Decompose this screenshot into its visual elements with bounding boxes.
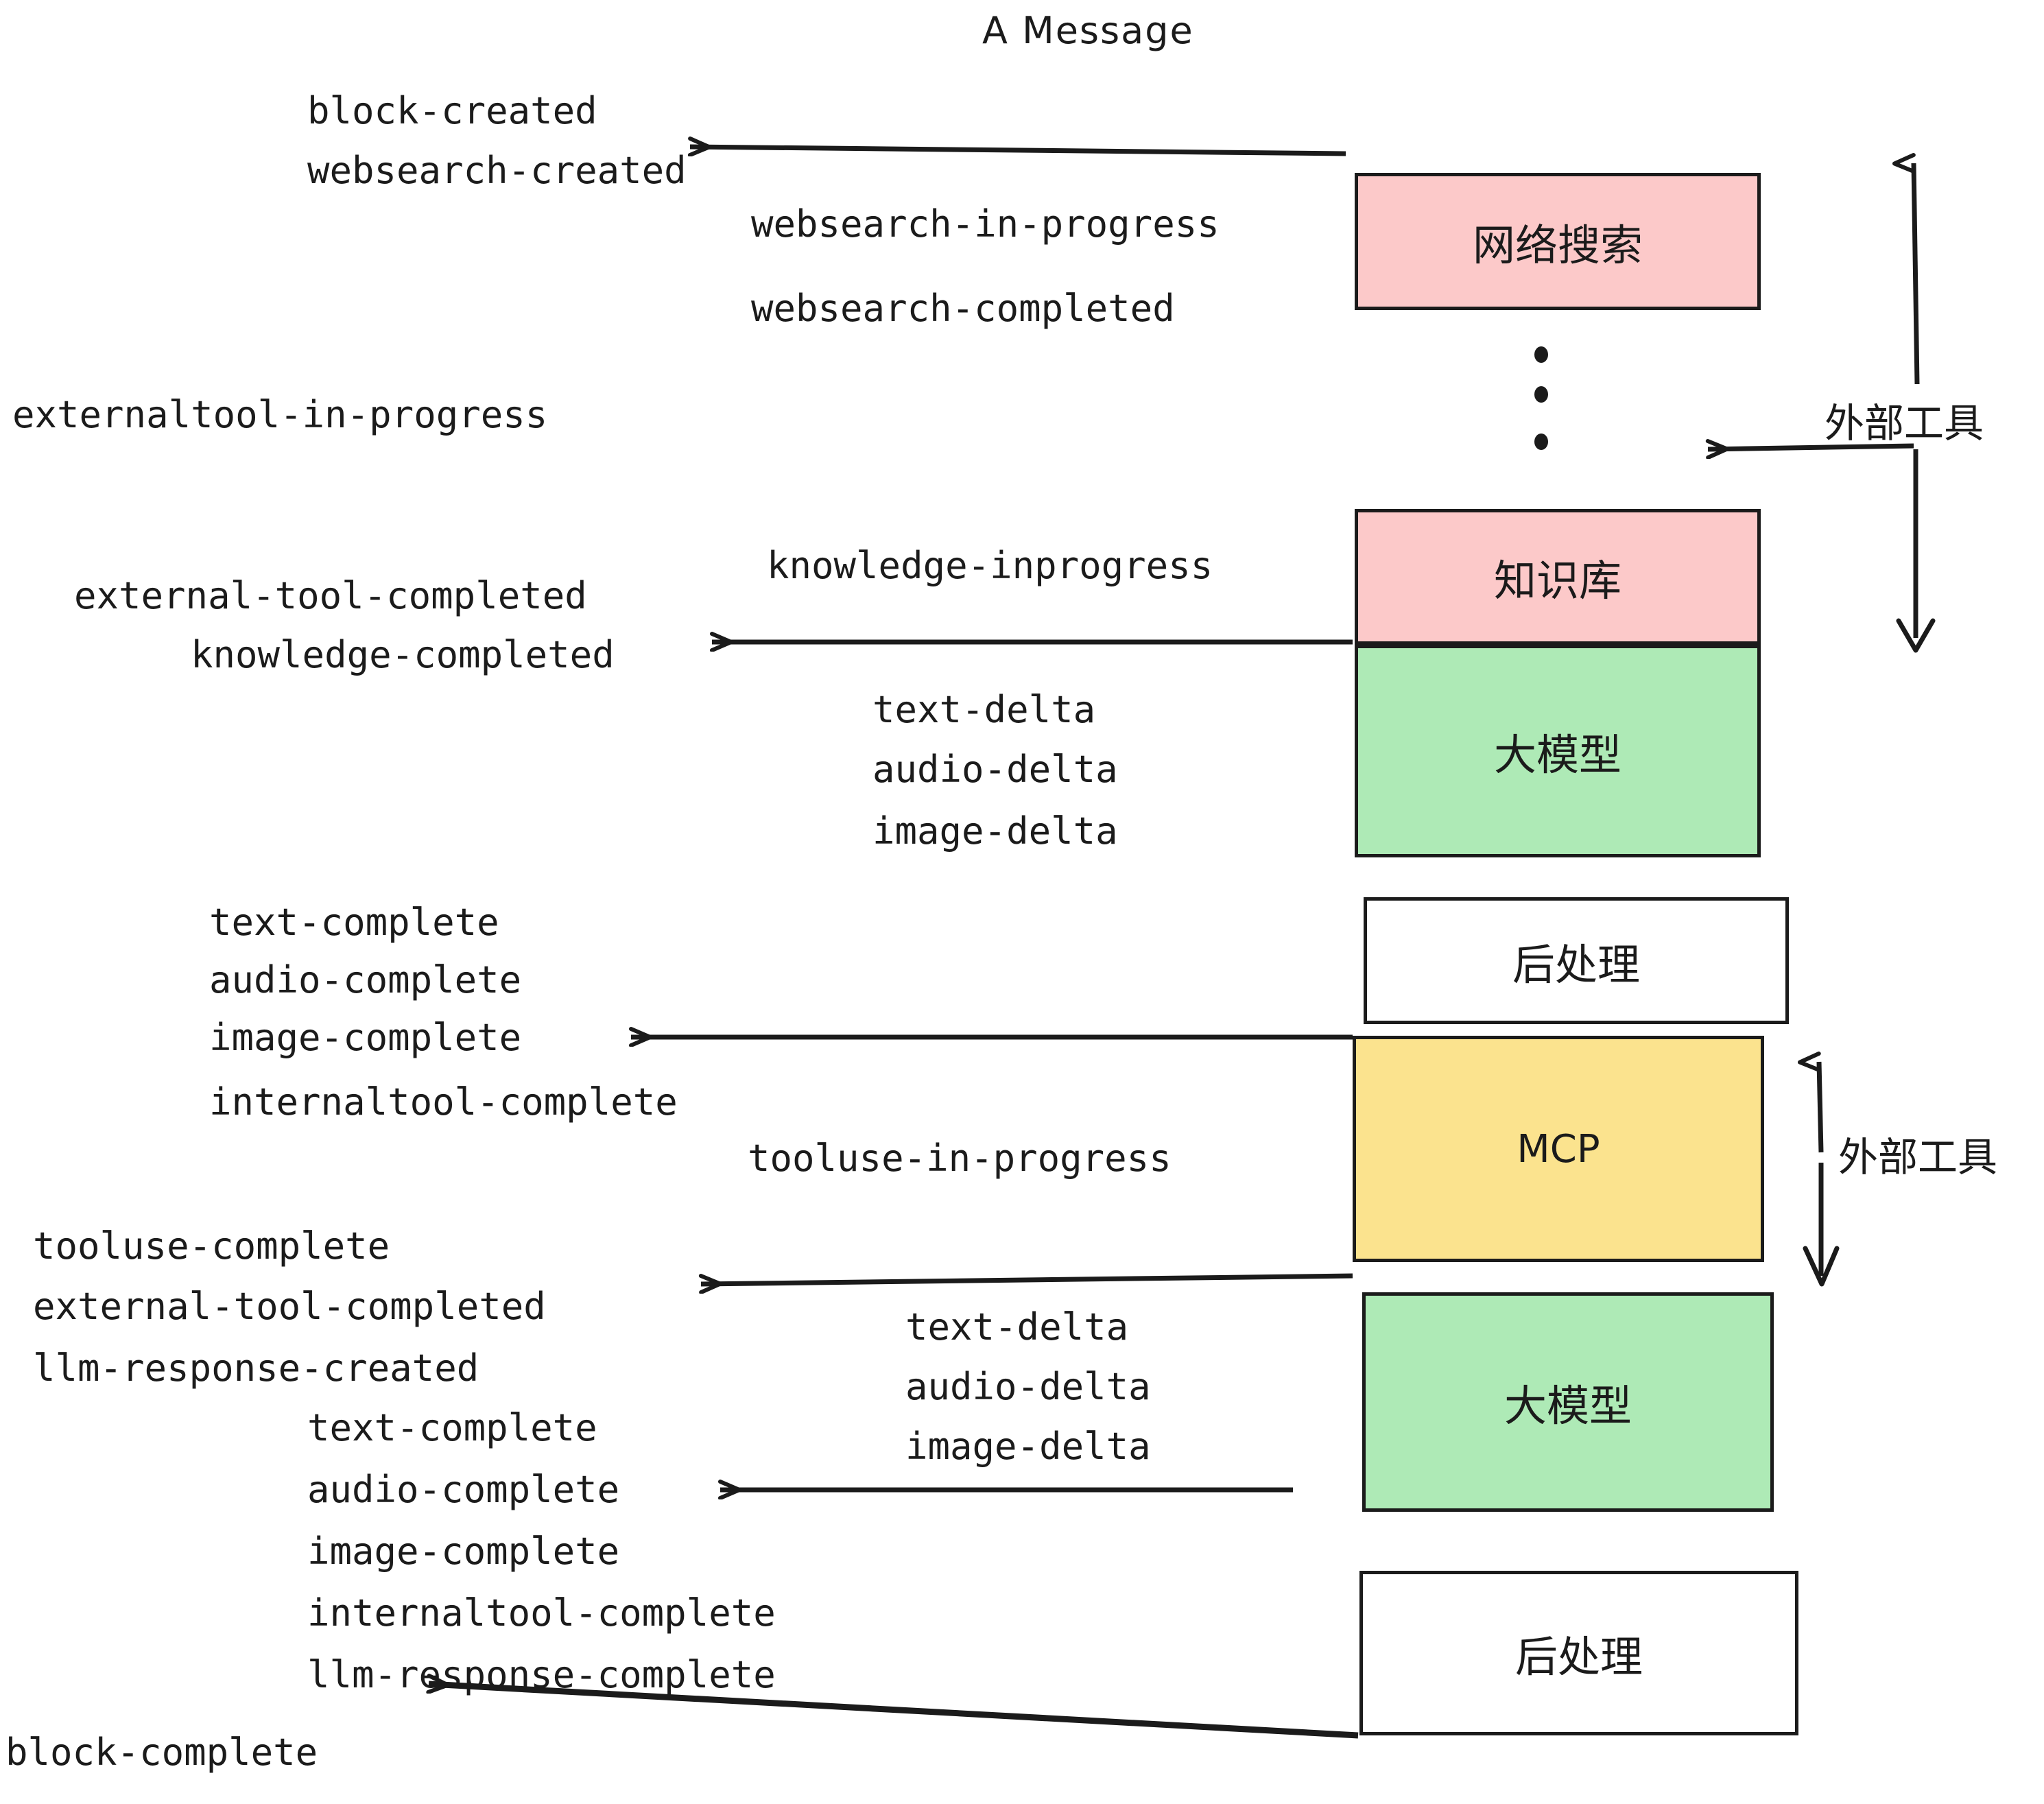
box-postprocess-1-label: 后处理 [1512,939,1640,990]
event-text-delta-1: text-delta [872,688,1096,731]
event-image-complete-2: image-complete [307,1530,620,1573]
box-knowledge[interactable]: 知识库 [1355,509,1761,645]
event-block-created: block-created [307,89,597,132]
box-websearch-label: 网络搜索 [1472,220,1643,270]
box-postprocess-2-label: 后处理 [1514,1632,1643,1682]
event-internaltool-complete-2: internaltool-complete [307,1591,776,1635]
event-websearch-completed: websearch-completed [751,287,1175,330]
box-llm-1[interactable]: 大模型 [1355,645,1761,857]
box-websearch[interactable]: 网络搜索 [1355,173,1761,310]
box-llm-2[interactable]: 大模型 [1362,1292,1774,1512]
ellipsis-dot-3 [1534,434,1548,450]
event-text-complete-2: text-complete [307,1406,597,1449]
box-mcp-label: MCP [1517,1126,1600,1172]
event-audio-complete-1: audio-complete [209,958,522,1001]
event-knowledge-completed: knowledge-completed [191,633,615,676]
label-external-tools-top: 外部工具 [1825,400,1984,447]
event-llm-response-created: llm-response-created [33,1346,479,1390]
label-external-tools-bottom: 外部工具 [1838,1134,1998,1180]
event-audio-delta-2: audio-delta [905,1365,1151,1408]
page-title: A Message [982,9,1194,52]
ellipsis-dot-2 [1534,386,1548,403]
external-tools-range-top [1708,163,1936,653]
event-knowledge-inprogress: knowledge-inprogress [767,544,1213,587]
event-llm-response-complete: llm-response-complete [307,1653,776,1696]
arrow-block-created [690,147,1346,154]
event-text-complete-1: text-complete [209,901,499,944]
event-audio-complete-2: audio-complete [307,1468,620,1511]
event-image-complete-1: image-complete [209,1016,522,1059]
box-postprocess-2[interactable]: 后处理 [1359,1571,1798,1735]
event-block-complete: block-complete [5,1731,318,1774]
event-image-delta-1: image-delta [872,809,1118,853]
arrow-block-complete [429,1684,1359,1739]
box-llm-2-label: 大模型 [1504,1381,1632,1431]
event-tooluse-complete: tooluse-complete [33,1224,390,1268]
external-tools-range-bottom [1805,1062,1840,1287]
event-websearch-in-progress: websearch-in-progress [751,202,1220,246]
event-websearch-created: websearch-created [307,149,687,192]
box-postprocess-1[interactable]: 后处理 [1364,897,1789,1024]
event-externaltool-in-progress: externaltool-in-progress [12,393,548,436]
event-internaltool-complete-1: internaltool-complete [209,1080,678,1124]
event-text-delta-2: text-delta [905,1305,1129,1349]
box-knowledge-label: 知识库 [1493,556,1621,606]
event-image-delta-2: image-delta [905,1425,1151,1468]
event-audio-delta-1: audio-delta [872,748,1118,791]
event-external-tool-completed-1: external-tool-completed [74,574,587,617]
event-external-tool-completed-2: external-tool-completed [33,1285,546,1328]
event-tooluse-in-progress: tooluse-in-progress [748,1137,1172,1180]
box-mcp[interactable]: MCP [1353,1036,1764,1262]
ellipsis-dot-1 [1534,346,1548,363]
box-llm-1-label: 大模型 [1493,730,1621,780]
arrow-tooluse-complete [701,1273,1353,1284]
